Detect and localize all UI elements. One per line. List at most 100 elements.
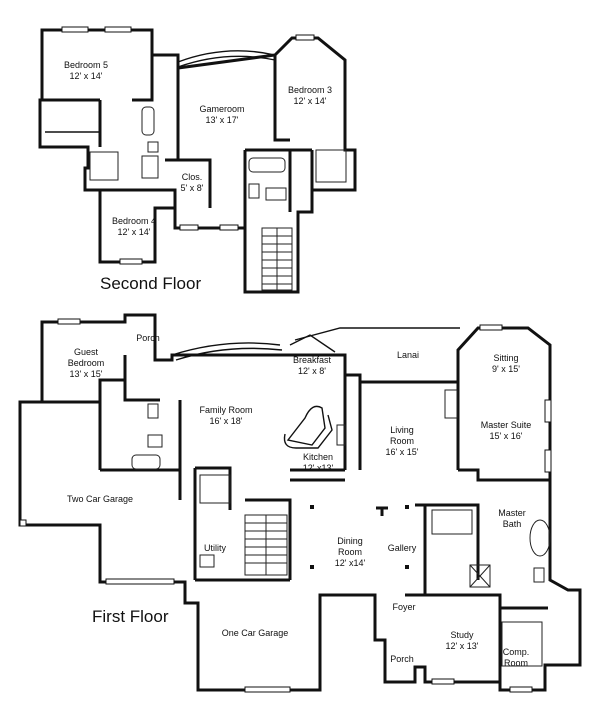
- room-name-master-suite: Master Suite: [481, 420, 532, 430]
- wall: [425, 593, 502, 682]
- wall: [245, 498, 292, 580]
- gallery-table: [376, 506, 388, 516]
- room-name-kitchen: Kitchen: [303, 452, 333, 462]
- column: [405, 505, 409, 509]
- wall: [165, 68, 180, 162]
- bathtub: [248, 157, 286, 173]
- window: [61, 26, 89, 33]
- room-name-foyer: Foyer: [392, 602, 415, 612]
- room-name-porch-top: Porch: [136, 333, 160, 343]
- first-floor-labels: Porch Guest Bedroom 13' x 15' Breakfast …: [67, 333, 531, 668]
- washer: [199, 554, 215, 568]
- room-name-living-room-2: Room: [390, 436, 414, 446]
- toilet: [147, 141, 159, 153]
- fireplace: [444, 389, 458, 419]
- room-name-comp-room: Comp.: [503, 647, 530, 657]
- window: [479, 324, 503, 331]
- closet: [89, 151, 119, 181]
- bathtub: [141, 106, 155, 136]
- room-size-bedroom-4: 12' x 14': [118, 227, 151, 237]
- toilet: [533, 567, 545, 583]
- room-name-bedroom-3: Bedroom 3: [288, 85, 332, 95]
- lanai-outline: [294, 327, 460, 341]
- column: [310, 565, 314, 569]
- room-size-dining-room: 12' x14': [335, 558, 366, 568]
- window: [104, 26, 132, 33]
- family-room-bay-window-inner: [175, 347, 283, 361]
- second-floor-stair: [261, 227, 293, 291]
- room-name-family-room: Family Room: [199, 405, 252, 415]
- room-size-guest-bedroom: 13' x 15': [70, 369, 103, 379]
- window: [57, 318, 81, 325]
- room-size-family-room: 16' x 18': [210, 416, 243, 426]
- wall: [132, 55, 154, 102]
- room-name-living-room: Living: [390, 425, 414, 435]
- window: [219, 224, 239, 231]
- wall: [458, 468, 550, 482]
- room-size-master-suite: 15' x 16': [490, 431, 523, 441]
- room-name-sitting: Sitting: [493, 353, 518, 363]
- room-name-dining-room-2: Room: [338, 547, 362, 557]
- column: [405, 565, 409, 569]
- vanity: [147, 434, 163, 448]
- room-name-breakfast: Breakfast: [293, 355, 332, 365]
- range: [336, 424, 346, 446]
- room-name-master-bath-2: Bath: [503, 519, 522, 529]
- appliance: [199, 474, 231, 504]
- window: [544, 449, 552, 473]
- room-name-guest-bedroom-2: Bedroom: [68, 358, 105, 368]
- second-floor-plan: [38, 26, 357, 294]
- window: [509, 686, 533, 693]
- room-name-one-car-garage: One Car Garage: [222, 628, 289, 638]
- closet: [315, 149, 347, 183]
- comp-room-desk: [501, 621, 543, 667]
- vanity: [431, 509, 473, 535]
- wall: [100, 188, 177, 208]
- room-name-guest-bedroom: Guest: [74, 347, 99, 357]
- toilet: [147, 403, 159, 419]
- wall: [175, 158, 212, 208]
- column: [310, 505, 314, 509]
- toilet: [248, 183, 260, 199]
- window: [431, 678, 455, 685]
- wall: [273, 55, 290, 142]
- garage-door: [244, 686, 291, 693]
- second-floor-labels: Bedroom 5 12' x 14' Gameroom 13' x 17' B…: [64, 60, 332, 293]
- first-floor-title: First Floor: [92, 607, 169, 626]
- window: [544, 399, 552, 423]
- room-size-bedroom-5: 12' x 14': [70, 71, 103, 81]
- window: [119, 258, 143, 265]
- room-size-study: 12' x 13': [446, 641, 479, 651]
- shower: [469, 564, 491, 588]
- room-name-bedroom-4: Bedroom 4: [112, 216, 156, 226]
- wall: [42, 355, 127, 404]
- room-name-gameroom: Gameroom: [199, 104, 244, 114]
- room-name-porch-front: Porch: [390, 654, 414, 664]
- breakfast-bay: [289, 334, 336, 353]
- family-room-bay-window: [171, 342, 281, 356]
- room-name-lanai: Lanai: [397, 350, 419, 360]
- room-name-gallery: Gallery: [388, 543, 417, 553]
- window: [179, 224, 199, 231]
- room-name-two-car-garage: Two Car Garage: [67, 494, 133, 504]
- room-size-kitchen: 12' x13': [303, 463, 334, 473]
- room-name-bedroom-5: Bedroom 5: [64, 60, 108, 70]
- wall-post: [19, 519, 27, 527]
- room-name-closet: Clos.: [182, 172, 203, 182]
- room-name-dining-room: Dining: [337, 536, 363, 546]
- room-size-living-room: 16' x 15': [386, 447, 419, 457]
- room-name-master-bath: Master: [498, 508, 526, 518]
- vanity: [265, 187, 287, 201]
- window: [295, 34, 315, 41]
- room-name-comp-room-2: Room: [504, 658, 528, 668]
- bathtub: [131, 454, 161, 470]
- second-floor-title: Second Floor: [100, 274, 201, 293]
- wall: [123, 380, 160, 402]
- room-size-closet: 5' x 8': [181, 183, 204, 193]
- kitchen-island: [286, 405, 326, 446]
- gameroom-bay-window-inner: [177, 55, 276, 68]
- tub: [529, 519, 551, 557]
- vanity: [141, 155, 159, 179]
- kitchen-counter: [283, 414, 333, 449]
